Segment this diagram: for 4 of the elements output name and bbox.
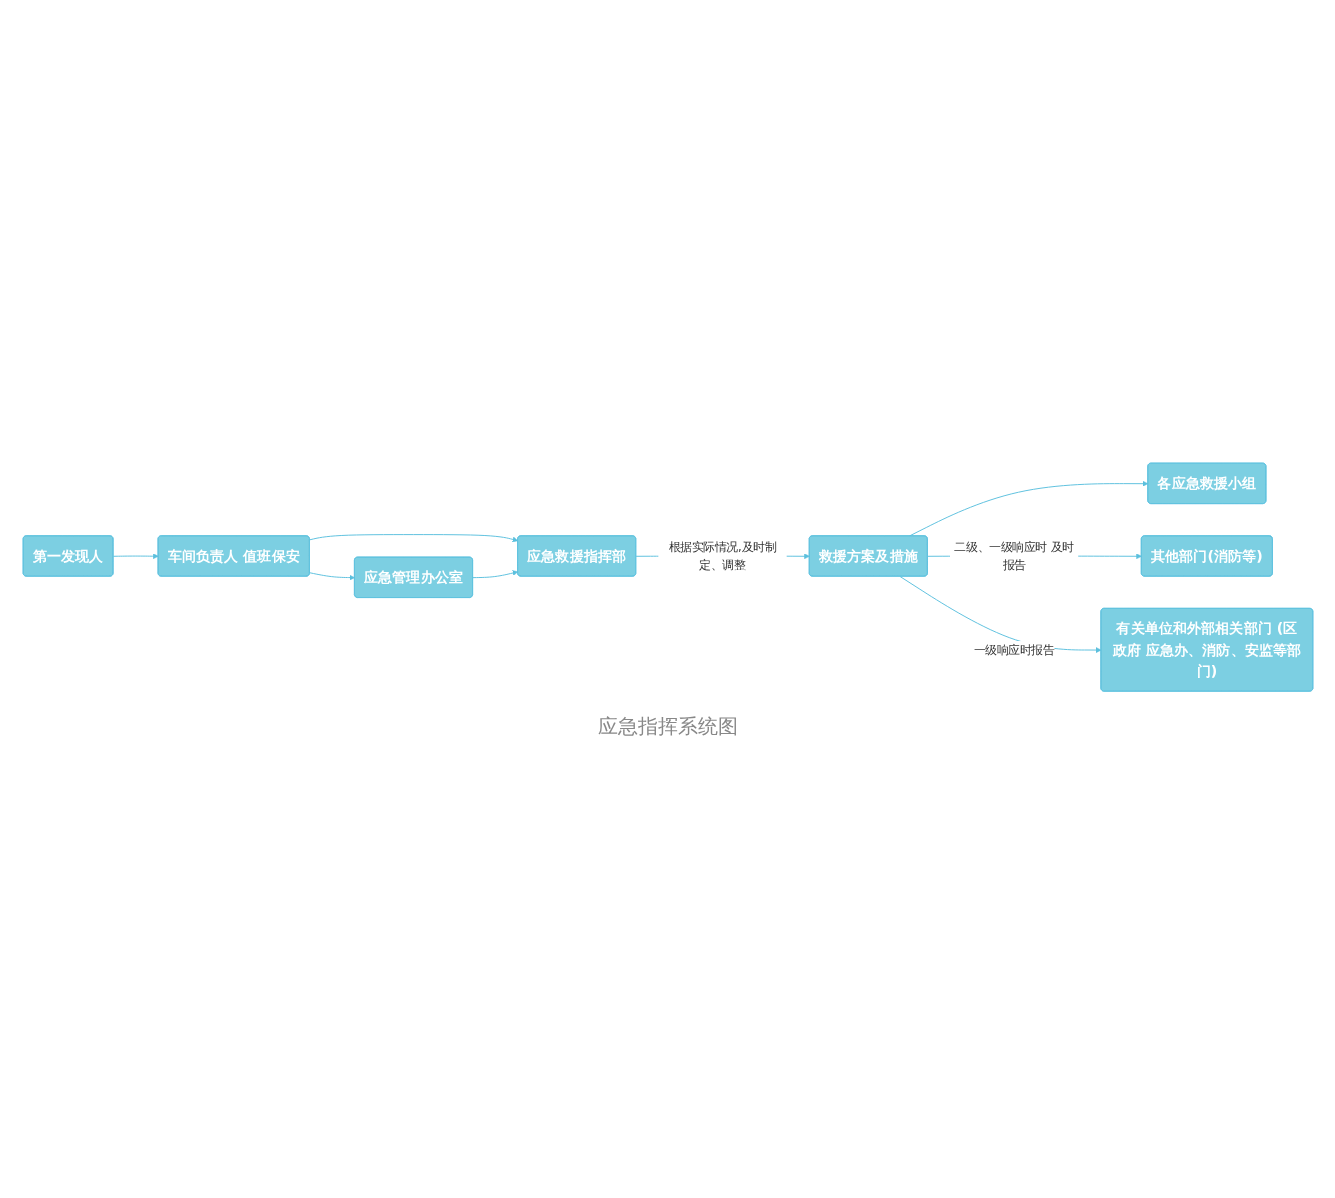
edge-label: 一级响应时报告 — [973, 643, 1055, 657]
caption: 应急指挥系统图 — [597, 712, 738, 740]
edge-label: 根据实际情况,及时制定、调整 — [668, 540, 776, 572]
edge-label: 二级、一级响应时 及时报告 — [953, 540, 1074, 572]
